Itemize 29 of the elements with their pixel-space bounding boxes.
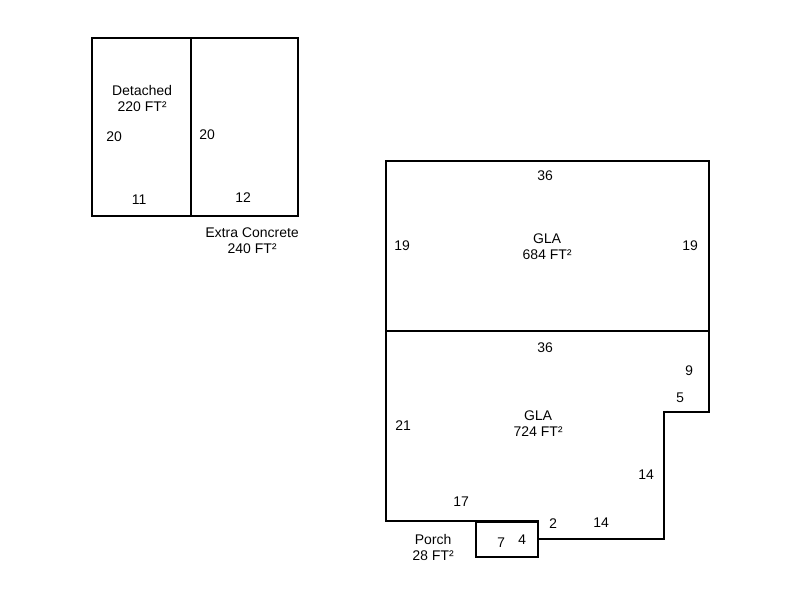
dimension-label: 11 xyxy=(132,191,146,207)
room-name: Detached xyxy=(112,82,172,98)
room-name: Extra Concrete xyxy=(205,224,299,240)
area-value: 724 FT² xyxy=(514,423,562,439)
room-outline xyxy=(385,160,710,332)
dimension-label: 12 xyxy=(235,189,251,205)
dimension-label: 20 xyxy=(199,126,215,142)
area-value: 240 FT² xyxy=(227,240,276,256)
room-outline xyxy=(91,37,192,217)
dimension-label: 19 xyxy=(682,237,698,253)
area-value: 220 FT² xyxy=(117,98,166,114)
dimension-label: 20 xyxy=(106,128,122,144)
dimension-label: 36 xyxy=(537,167,553,183)
area-value: 684 FT² xyxy=(522,246,572,262)
dimension-label: 36 xyxy=(537,339,553,355)
area-value: 28 FT² xyxy=(412,547,454,563)
dimension-label: 4 xyxy=(518,531,526,547)
dimension-label: 19 xyxy=(394,237,410,253)
dimension-label: 7 xyxy=(497,534,505,550)
dimension-label: 9 xyxy=(685,362,693,378)
room-name: Porch xyxy=(414,531,452,547)
dimension-label: 5 xyxy=(676,389,684,405)
dimension-label: 21 xyxy=(395,417,411,433)
dimension-label: 14 xyxy=(593,514,609,530)
room-name: GLA xyxy=(533,230,561,246)
dimension-label: 14 xyxy=(638,466,654,482)
dimension-label: 2 xyxy=(549,515,557,531)
room-name: GLA xyxy=(524,407,552,423)
dimension-label: 17 xyxy=(453,493,469,509)
